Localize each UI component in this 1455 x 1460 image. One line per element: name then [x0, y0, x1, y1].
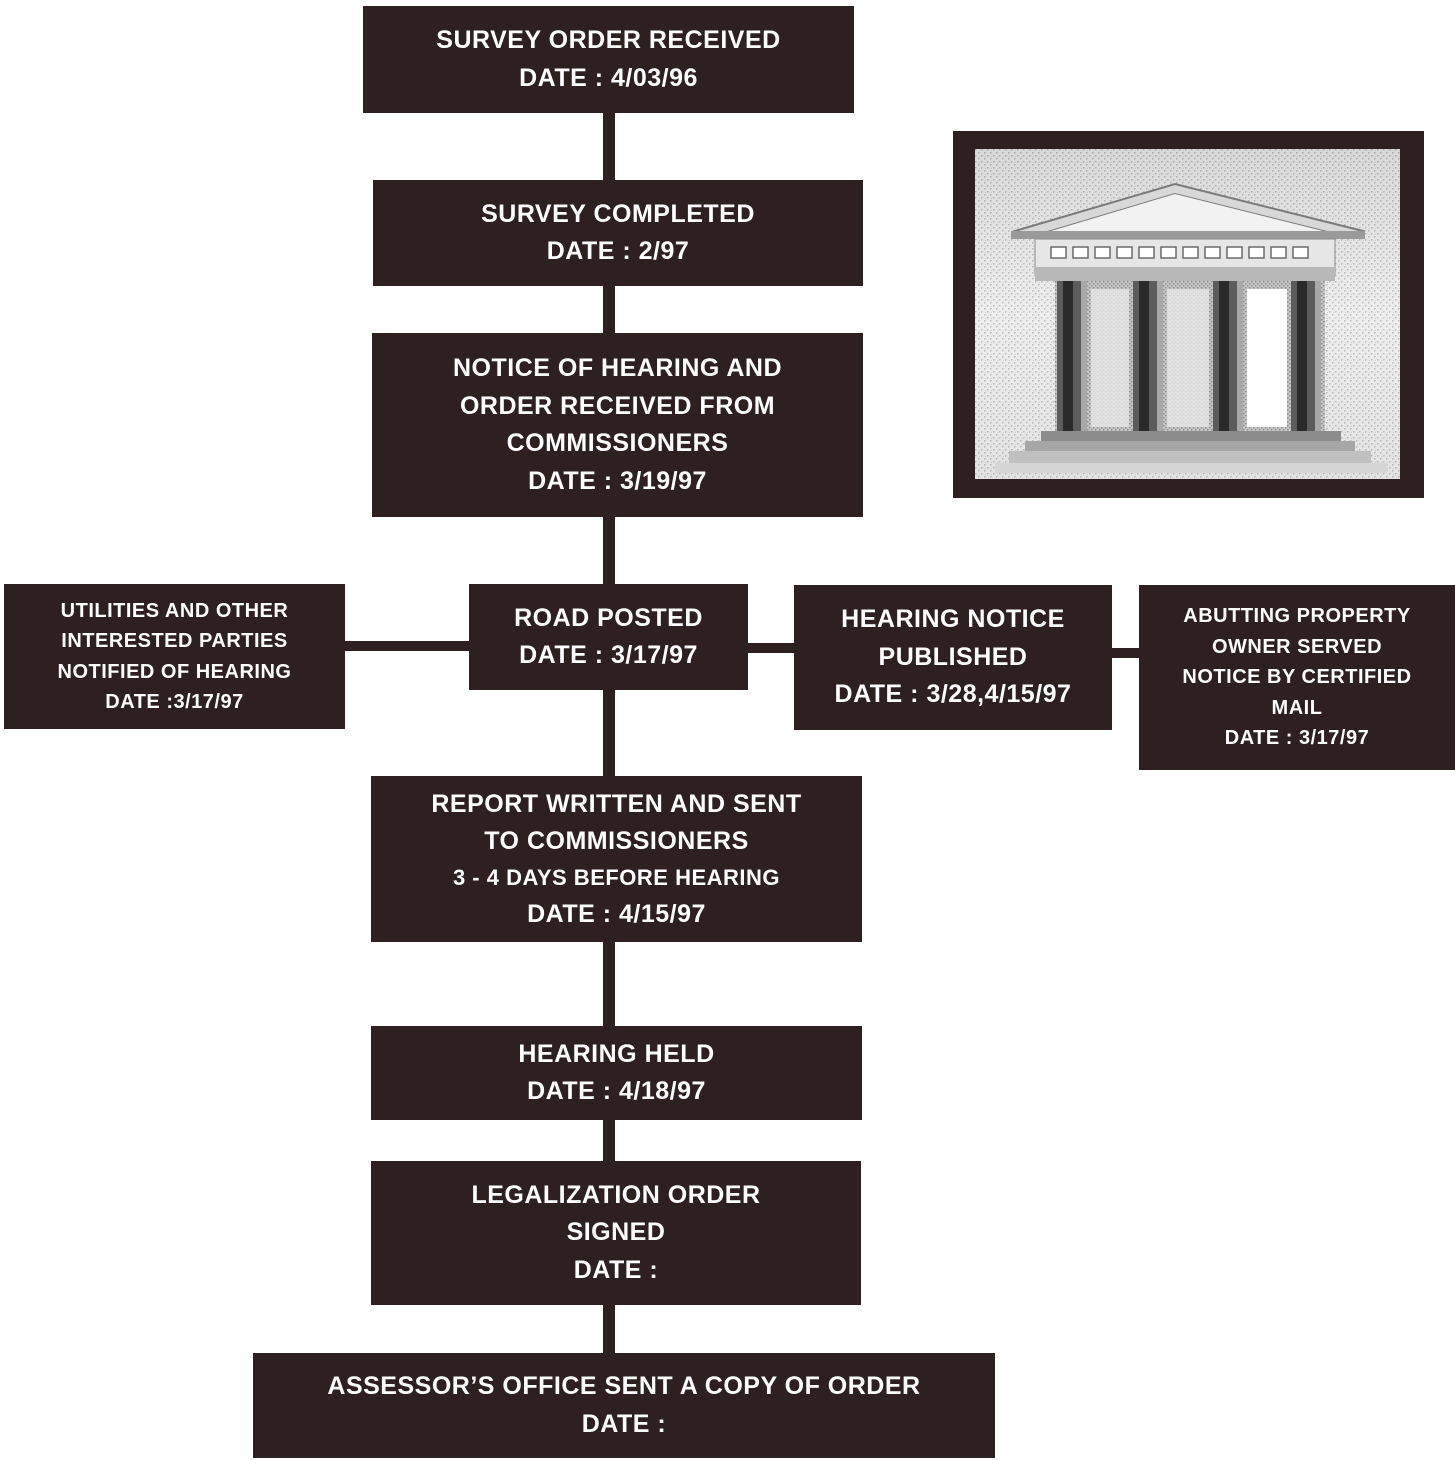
connector-3-4: [603, 515, 615, 585]
step-date: DATE : 3/19/97: [528, 466, 707, 495]
step-text: ASSESSOR’S OFFICE SENT A COPY OF ORDER: [327, 1372, 921, 1400]
connector-8-9: [603, 940, 615, 1028]
step-text: ROAD POSTED: [514, 603, 703, 632]
step-notice-of-hearing: NOTICE OF HEARING AND ORDER RECEIVED FRO…: [372, 333, 863, 517]
step-date: DATE : 4/15/97: [527, 899, 706, 928]
connector-9-10: [603, 1119, 615, 1163]
step-text: SURVEY COMPLETED: [481, 199, 755, 228]
connector-road-hearing-notice: [746, 643, 796, 653]
step-date: DATE : 3/17/97: [519, 641, 698, 669]
step-text: OWNER SERVED: [1211, 635, 1383, 658]
connector-1-2: [603, 112, 615, 182]
step-legalization-order-signed: LEGALIZATION ORDER SIGNED DATE :: [371, 1161, 861, 1305]
step-text: LEGALIZATION ORDER: [471, 1180, 761, 1209]
step-abutting-owner-served: ABUTTING PROPERTY OWNER SERVED NOTICE BY…: [1139, 585, 1455, 770]
step-text: NOTIFIED OF HEARING: [57, 660, 292, 683]
step-date: DATE : 2/97: [546, 237, 690, 265]
step-report-written: REPORT WRITTEN AND SENT TO COMMISSIONERS…: [371, 776, 862, 942]
step-text: ABUTTING PROPERTY: [1183, 605, 1411, 628]
connector-10-11: [603, 1303, 615, 1355]
step-text: 3 - 4 DAYS BEFORE HEARING: [452, 864, 781, 890]
connector-2-3: [603, 285, 615, 335]
step-text: INTERESTED PARTIES: [61, 630, 288, 652]
step-text: HEARING HELD: [518, 1039, 715, 1068]
step-text: NOTICE BY CERTIFIED: [1182, 666, 1412, 689]
step-text: HEARING NOTICE: [841, 605, 1065, 634]
step-text: PUBLISHED: [878, 642, 1028, 671]
courthouse-icon: [975, 149, 1400, 479]
step-date: DATE :: [581, 1409, 667, 1438]
step-utilities-notified: UTILITIES AND OTHER INTERESTED PARTIES N…: [4, 584, 345, 729]
step-date: DATE : 4/18/97: [527, 1077, 706, 1105]
step-date: DATE :3/17/97: [105, 691, 244, 713]
step-date: DATE : 3/28,4/15/97: [834, 680, 1072, 709]
step-assessor-copy-sent: ASSESSOR’S OFFICE SENT A COPY OF ORDER D…: [253, 1353, 995, 1458]
step-text: TO COMMISSIONERS: [484, 826, 749, 855]
connector-hearing-notice-abutting: [1110, 648, 1141, 658]
connector-4-8: [603, 688, 615, 778]
step-text: REPORT WRITTEN AND SENT: [431, 789, 802, 818]
step-date: DATE : 3/17/97: [1224, 727, 1370, 750]
step-text: SURVEY ORDER RECEIVED: [436, 26, 781, 54]
step-text: ORDER RECEIVED FROM: [459, 391, 776, 420]
connector-utilities-road: [343, 641, 471, 651]
courthouse-illustration: [953, 131, 1424, 498]
step-hearing-held: HEARING HELD DATE : 4/18/97: [371, 1026, 862, 1120]
step-date: DATE :: [573, 1255, 659, 1284]
step-date: DATE : 4/03/96: [519, 63, 698, 92]
step-survey-order-received: SURVEY ORDER RECEIVED DATE : 4/03/96: [363, 6, 854, 113]
step-text: COMMISSIONERS: [506, 429, 729, 457]
step-text: NOTICE OF HEARING AND: [452, 354, 783, 382]
step-text: SIGNED: [566, 1218, 666, 1247]
step-survey-completed: SURVEY COMPLETED DATE : 2/97: [373, 180, 863, 286]
step-hearing-notice-published: HEARING NOTICE PUBLISHED DATE : 3/28,4/1…: [794, 585, 1112, 730]
step-text: MAIL: [1271, 696, 1323, 719]
step-text: UTILITIES AND OTHER: [60, 599, 289, 622]
step-road-posted: ROAD POSTED DATE : 3/17/97: [469, 584, 748, 690]
